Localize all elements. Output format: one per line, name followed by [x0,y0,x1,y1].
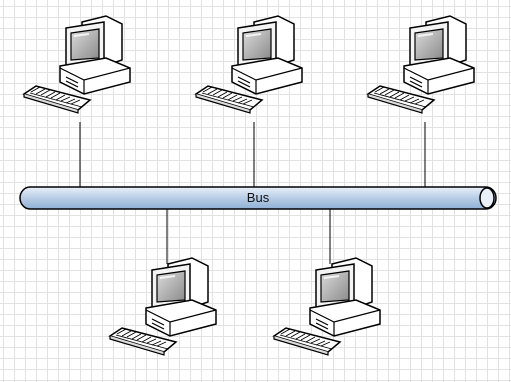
computer-icon [273,257,381,356]
computer-icon [23,15,131,114]
bus-label: Bus [246,190,270,205]
computer-icon [367,15,475,114]
computer-icon [195,15,303,114]
computer-icon [109,257,217,356]
bus-pipe [19,186,497,210]
